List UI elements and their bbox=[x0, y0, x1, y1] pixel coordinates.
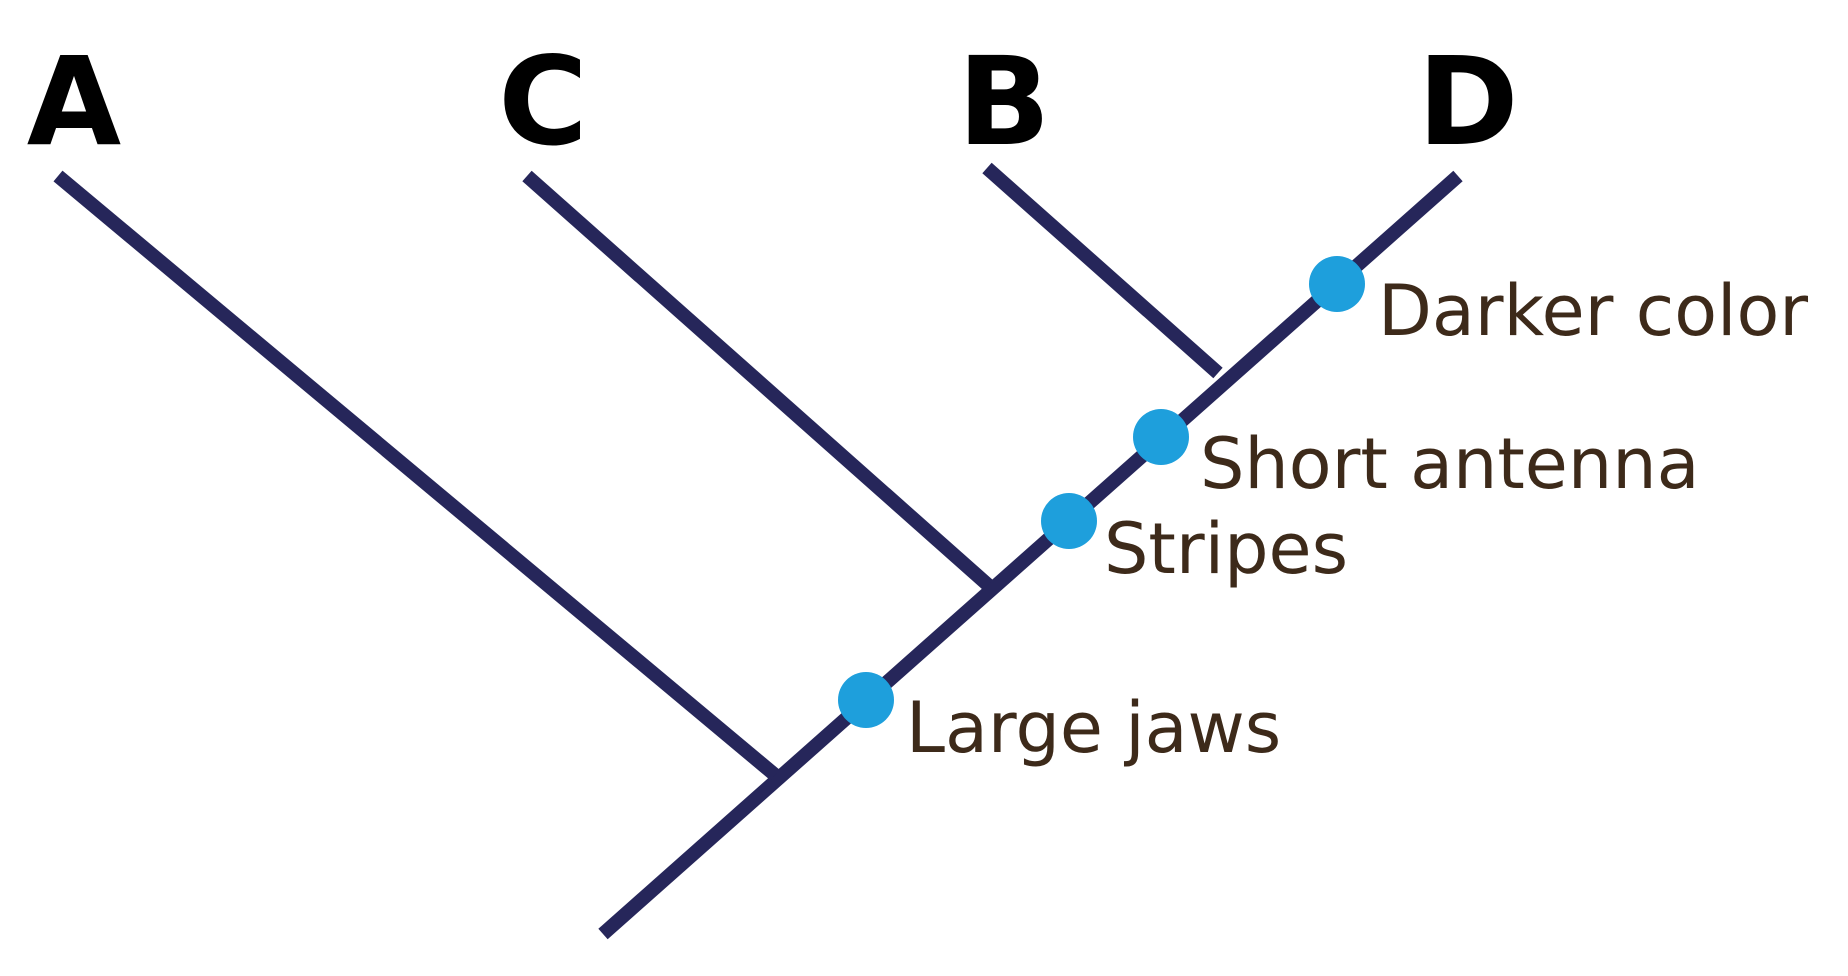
trait-marker-short-antenna bbox=[1133, 409, 1189, 465]
branches bbox=[53, 162, 1463, 940]
taxon-label-b: B bbox=[958, 31, 1051, 173]
main-trunk bbox=[598, 170, 1463, 940]
trait-marker-stripes bbox=[1041, 493, 1097, 549]
trait-label-stripes: Stripes bbox=[1104, 508, 1348, 590]
trait-label-large-jaws: Large jaws bbox=[906, 687, 1281, 769]
trait-markers bbox=[838, 256, 1365, 728]
branch-b bbox=[982, 162, 1223, 379]
trait-marker-darker-color bbox=[1309, 256, 1365, 312]
branch-c bbox=[522, 170, 993, 591]
taxon-label-d: D bbox=[1417, 31, 1518, 173]
taxon-labels: A C B D bbox=[27, 31, 1519, 173]
branch-a bbox=[53, 170, 780, 781]
trait-marker-large-jaws bbox=[838, 672, 894, 728]
taxon-label-c: C bbox=[498, 31, 588, 173]
trait-labels: Large jaws Stripes Short antenna Darker … bbox=[906, 270, 1808, 769]
trait-label-darker-color: Darker color bbox=[1378, 270, 1808, 352]
taxon-label-a: A bbox=[27, 31, 121, 173]
trait-label-short-antenna: Short antenna bbox=[1200, 423, 1700, 505]
